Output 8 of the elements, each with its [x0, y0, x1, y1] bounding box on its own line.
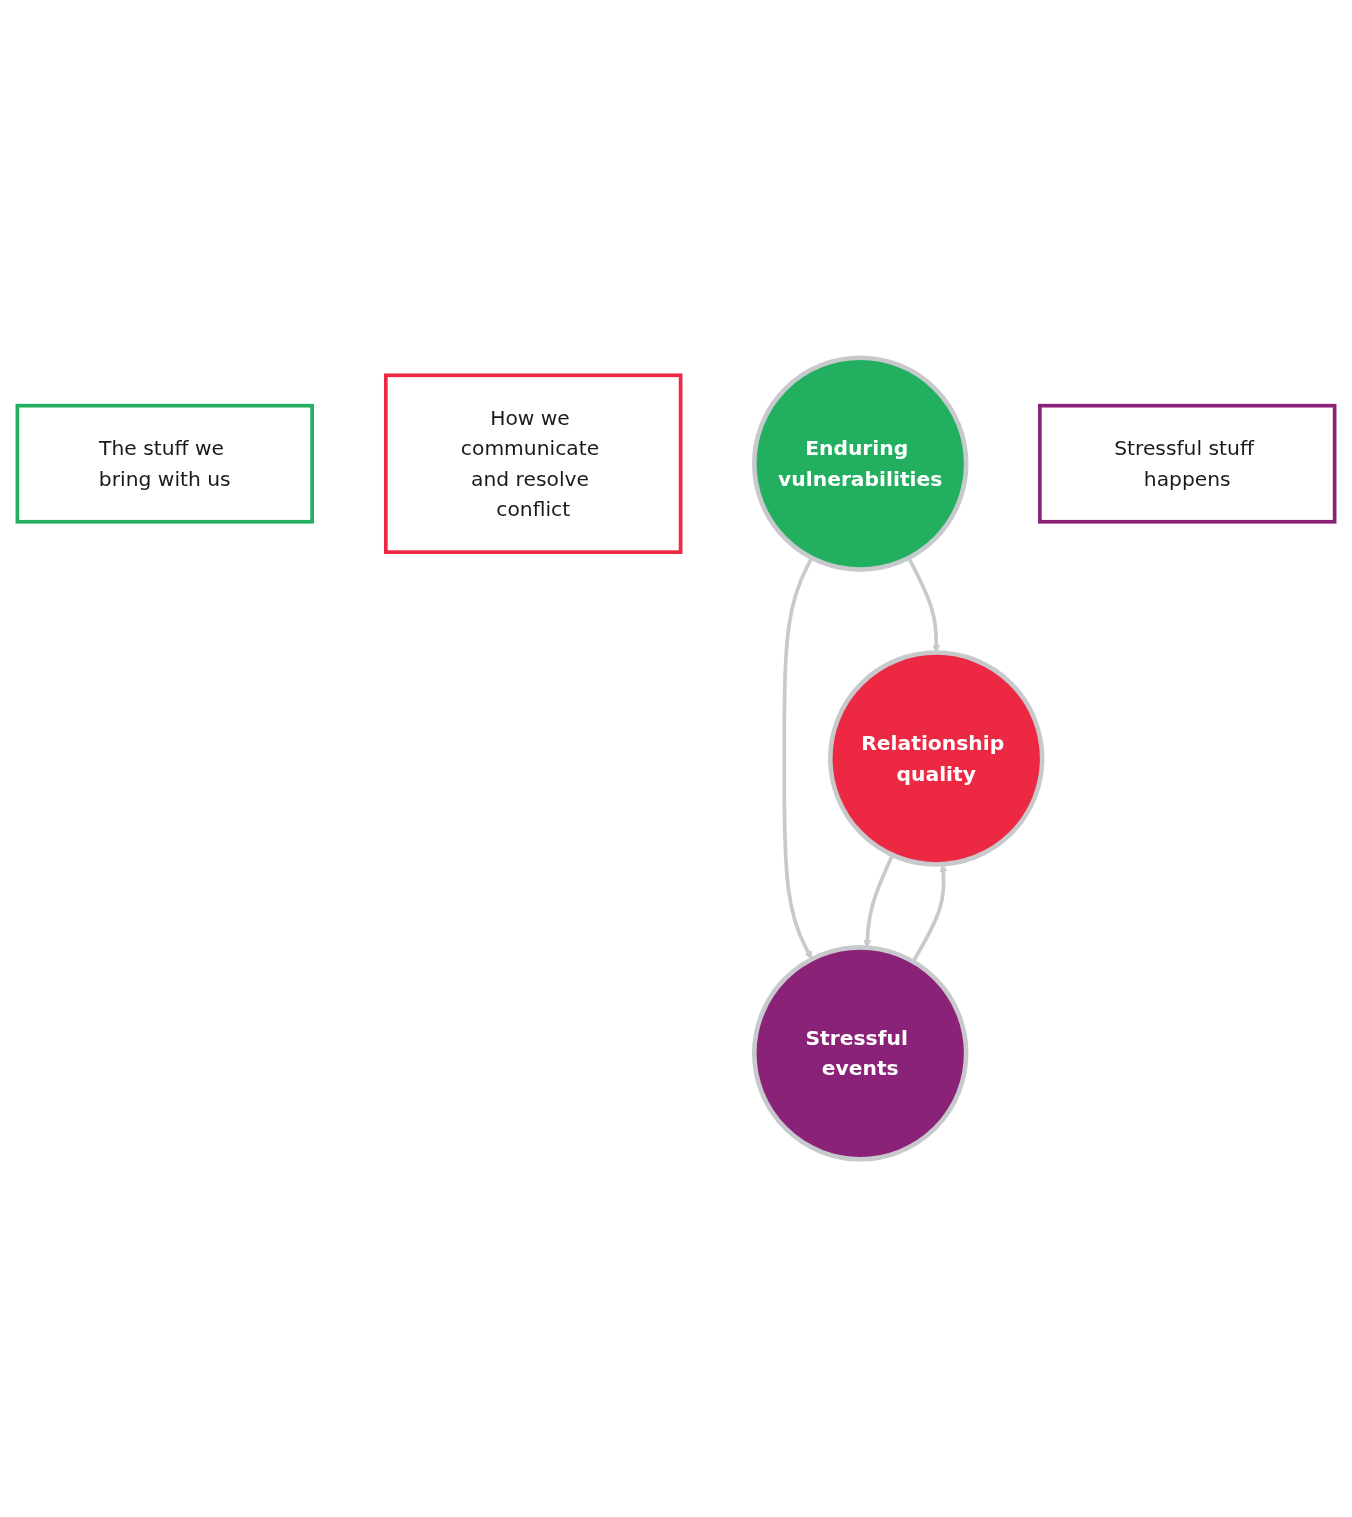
arrow [782, 557, 814, 960]
arrow [863, 854, 895, 948]
node-circle: Enduring vulnerabilities [752, 355, 969, 572]
node-box: How we communicate and resolve conflict [384, 373, 683, 554]
node-circle: Stressful events [752, 945, 969, 1162]
node-box: Stressful stuff happens [1038, 403, 1337, 524]
node-circle: Relationship quality [828, 650, 1045, 867]
node-box: The stuff we bring with us [15, 403, 314, 524]
